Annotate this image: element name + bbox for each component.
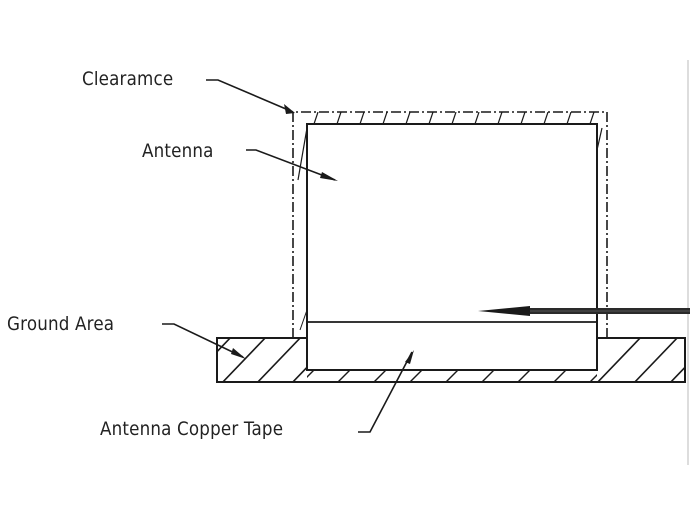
antenna-shape (306, 123, 598, 371)
ground-area-label: Ground Area (7, 313, 115, 335)
clearance-leader-line (206, 79, 294, 113)
feed-arrow (478, 306, 690, 316)
clearance-arrowhead-icon (284, 104, 295, 114)
clearance-outline (292, 111, 608, 338)
copper-tape-arrowhead-icon (405, 350, 414, 364)
copper-tape-leader-line (358, 351, 413, 433)
antenna-label: Antenna (142, 140, 214, 162)
ground-area-leader-line (162, 323, 244, 358)
clearance-label: Clearamce (82, 68, 174, 90)
antenna-arrowhead-icon (320, 172, 338, 181)
antenna-copper-tape-label: Antenna Copper Tape (100, 418, 284, 440)
antenna-leader-line (246, 149, 336, 181)
ground-area-arrowhead-icon (231, 348, 246, 359)
ground-area-shape (216, 337, 686, 383)
